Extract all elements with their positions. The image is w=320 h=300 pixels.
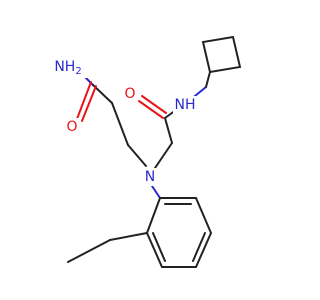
bond-c-o-amide1-b (81, 85, 97, 122)
atom-o-amide1: O (64, 118, 80, 136)
bond-methyl (109, 232, 148, 241)
bond-ch2-c-amide2 (164, 117, 173, 144)
cyclobutane-ring (201, 35, 242, 74)
benzene-double-1 (152, 232, 166, 262)
bond-c-o-amide2-b (141, 95, 167, 114)
atom-nh-amide: NH (173, 96, 197, 114)
atom-nh2: NH2 (54, 58, 89, 78)
benzene-double-2 (192, 232, 206, 262)
bond-chain-1 (111, 102, 129, 146)
bond-n-aryl (151, 185, 161, 199)
benzene-ring (145, 197, 213, 268)
bond-methyl-end (67, 239, 111, 263)
svg-text:O: O (66, 119, 77, 135)
bond-ch2-cyclobutyl (205, 71, 211, 88)
bond-c-o-amide1-a (76, 81, 92, 120)
atom-n-amine: N (142, 168, 158, 186)
bond-c-o-amide2-a (138, 100, 164, 119)
svg-text:NH2: NH2 (54, 59, 81, 77)
svg-text:N: N (145, 169, 155, 185)
svg-text:O: O (124, 86, 135, 102)
bond-n-ch2 (154, 142, 173, 169)
atom-o-amide2: O (122, 85, 138, 103)
molecule-structure: NH2 O O NH N (54, 35, 242, 268)
svg-text:NH: NH (175, 97, 196, 113)
bond-chain-2 (127, 144, 147, 167)
